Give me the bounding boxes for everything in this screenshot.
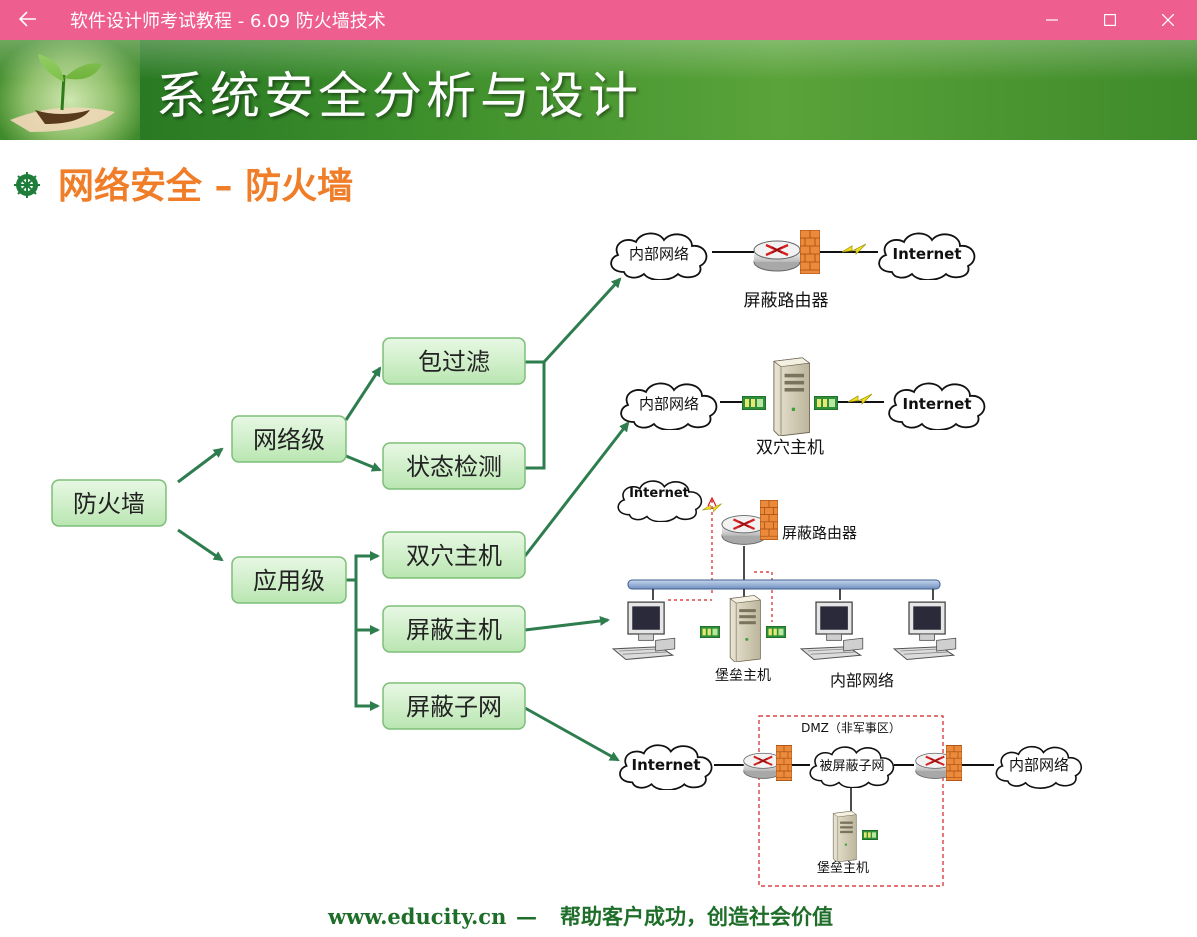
d3-router-label: 屏蔽路由器 bbox=[782, 524, 857, 542]
network-card-icon bbox=[766, 626, 786, 638]
minimize-button[interactable] bbox=[1023, 0, 1081, 40]
d4-dmz-label: DMZ（非军事区） bbox=[801, 721, 901, 735]
tree-node-stateful-inspection: 状态检测 bbox=[382, 442, 526, 490]
slide-header-title: 系统安全分析与设计 bbox=[156, 67, 642, 125]
network-card-icon bbox=[814, 396, 838, 410]
computer-icon bbox=[612, 601, 676, 661]
d4-internet-label: Internet bbox=[631, 756, 700, 774]
tree-node-screened-subnet-label: 屏蔽子网 bbox=[406, 693, 502, 721]
d4-bastion-label: 堡垒主机 bbox=[817, 860, 869, 876]
d2-internet-label: Internet bbox=[902, 395, 971, 413]
computer-icon bbox=[893, 601, 957, 661]
firewall-wall-icon bbox=[946, 744, 962, 782]
tree-node-network-level: 网络级 bbox=[231, 415, 347, 463]
diagram-dual-homed-host: 内部网络 Internet 双穴主机 bbox=[620, 357, 986, 458]
window-title: 软件设计师考试教程 - 6.09 防火墙技术 bbox=[70, 11, 386, 32]
tree-node-root-label: 防火墙 bbox=[73, 490, 145, 518]
footer-dash: — bbox=[516, 904, 537, 929]
tree-node-packet-filter-label: 包过滤 bbox=[418, 348, 490, 376]
d4-inner-network-label: 内部网络 bbox=[1009, 756, 1069, 774]
diagram-screened-host: Internet 屏蔽路由器 堡垒主机 内部网络 bbox=[612, 480, 957, 690]
network-bus bbox=[627, 579, 941, 590]
maximize-icon bbox=[1104, 11, 1117, 30]
slide-content: 网络安全 – 防火墙 防火墙 网络级 应用级 包过滤 状态检测 双穴主机 bbox=[14, 165, 1083, 929]
d3-inner-network-label: 内部网络 bbox=[830, 671, 894, 690]
network-card-icon bbox=[700, 626, 720, 638]
d2-device-label: 双穴主机 bbox=[756, 438, 824, 458]
back-button[interactable] bbox=[0, 0, 56, 40]
router-icon bbox=[752, 239, 802, 272]
section-title: 网络安全 – 防火墙 bbox=[58, 165, 353, 207]
tree-node-root: 防火墙 bbox=[51, 479, 167, 527]
section-title-group: 网络安全 – 防火墙 bbox=[14, 165, 353, 207]
d2-inner-network-label: 内部网络 bbox=[639, 395, 699, 413]
footer-slogan: 帮助客户成功，创造社会价值 bbox=[560, 904, 833, 929]
tree-node-screened-host-label: 屏蔽主机 bbox=[406, 616, 502, 644]
diagram-screened-subnet: DMZ（非军事区） Internet 被屏蔽子网 内部网络 堡垒主机 bbox=[619, 715, 1083, 887]
server-icon bbox=[729, 595, 761, 662]
minimize-icon bbox=[1046, 11, 1058, 30]
maximize-button[interactable] bbox=[1081, 0, 1139, 40]
title-bar: 软件设计师考试教程 - 6.09 防火墙技术 bbox=[0, 0, 1197, 40]
computer-icon bbox=[800, 601, 864, 661]
slide-footer: www.educity.cn — 帮助客户成功，创造社会价值 bbox=[327, 904, 833, 929]
tree-node-stateful-inspection-label: 状态检测 bbox=[406, 453, 502, 481]
close-icon bbox=[1161, 11, 1175, 30]
d3-internet-label: Internet bbox=[629, 486, 689, 501]
firewall-wall-icon bbox=[800, 230, 820, 274]
footer-url: www.educity.cn bbox=[327, 904, 506, 929]
diagram-screening-router: 内部网络 Internet 屏蔽路由器 bbox=[610, 230, 976, 311]
flower-bullet-icon bbox=[14, 172, 40, 198]
server-icon bbox=[773, 357, 810, 436]
tree-node-dual-homed-host-label: 双穴主机 bbox=[406, 542, 502, 570]
close-button[interactable] bbox=[1139, 0, 1197, 40]
router-icon bbox=[720, 514, 768, 546]
tree-node-network-level-label: 网络级 bbox=[253, 426, 325, 454]
tree-node-screened-host: 屏蔽主机 bbox=[382, 605, 526, 653]
d3-bastion-label: 堡垒主机 bbox=[715, 668, 771, 684]
dmz-boundary bbox=[758, 715, 944, 887]
seedling-logo bbox=[0, 40, 140, 140]
d1-internet-label: Internet bbox=[892, 245, 961, 263]
tree-node-packet-filter: 包过滤 bbox=[382, 337, 526, 385]
d4-subnet-label: 被屏蔽子网 bbox=[819, 759, 884, 774]
tree-node-application-level: 应用级 bbox=[231, 556, 347, 604]
slide-header-banner: 系统安全分析与设计 bbox=[0, 40, 1197, 140]
tree-node-screened-subnet: 屏蔽子网 bbox=[382, 682, 526, 730]
server-icon bbox=[832, 810, 857, 862]
firewall-wall-icon bbox=[760, 500, 778, 540]
tree-node-application-level-label: 应用级 bbox=[253, 567, 325, 595]
tree-node-dual-homed-host: 双穴主机 bbox=[382, 531, 526, 579]
tree-connectors bbox=[177, 277, 630, 762]
network-card-icon bbox=[862, 830, 878, 840]
arrow-left-icon bbox=[18, 8, 37, 33]
firewall-wall-icon bbox=[776, 744, 792, 782]
network-card-icon bbox=[742, 396, 766, 410]
d1-inner-network-label: 内部网络 bbox=[629, 245, 689, 263]
d1-device-label: 屏蔽路由器 bbox=[744, 291, 829, 311]
